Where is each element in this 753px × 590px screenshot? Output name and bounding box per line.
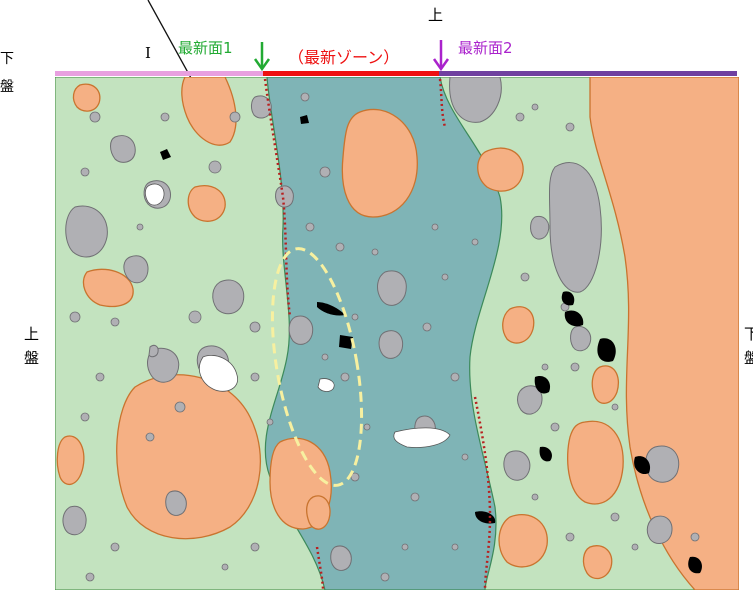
left-top-label-2: 盤 <box>0 79 14 95</box>
newest-surface-2-label: 最新面2 <box>458 39 513 57</box>
bar-right-segment <box>439 71 737 76</box>
left-top-label-1: 下 <box>0 51 14 67</box>
right-mid-label-1: 下 <box>744 325 753 343</box>
top-edge-label: 上 <box>428 6 444 24</box>
clast-large-right <box>589 77 739 590</box>
right-mid-label-2: 盤 <box>744 349 753 367</box>
clast-zone-top <box>341 108 418 218</box>
left-mid-label-1: 上 <box>24 325 40 343</box>
bar-zone-segment <box>263 71 439 76</box>
highlight-ellipse <box>270 247 364 487</box>
roman-numeral-label: I <box>145 44 151 62</box>
bar-left-segment <box>55 71 263 76</box>
fault-rock-illustration <box>55 77 739 590</box>
fault-traces <box>263 78 492 590</box>
small-pebbles <box>69 92 700 582</box>
newest-zone-label: （最新ゾーン） <box>288 48 400 67</box>
arrow-down-icon <box>253 42 271 72</box>
clast-left-top <box>181 77 237 146</box>
black-grains <box>160 115 702 574</box>
voids <box>144 183 451 448</box>
newest-surface-1-label: 最新面1 <box>178 39 233 57</box>
left-mid-label-2: 盤 <box>24 349 40 367</box>
arrow-down-icon <box>432 40 450 72</box>
pebbles <box>62 77 680 571</box>
